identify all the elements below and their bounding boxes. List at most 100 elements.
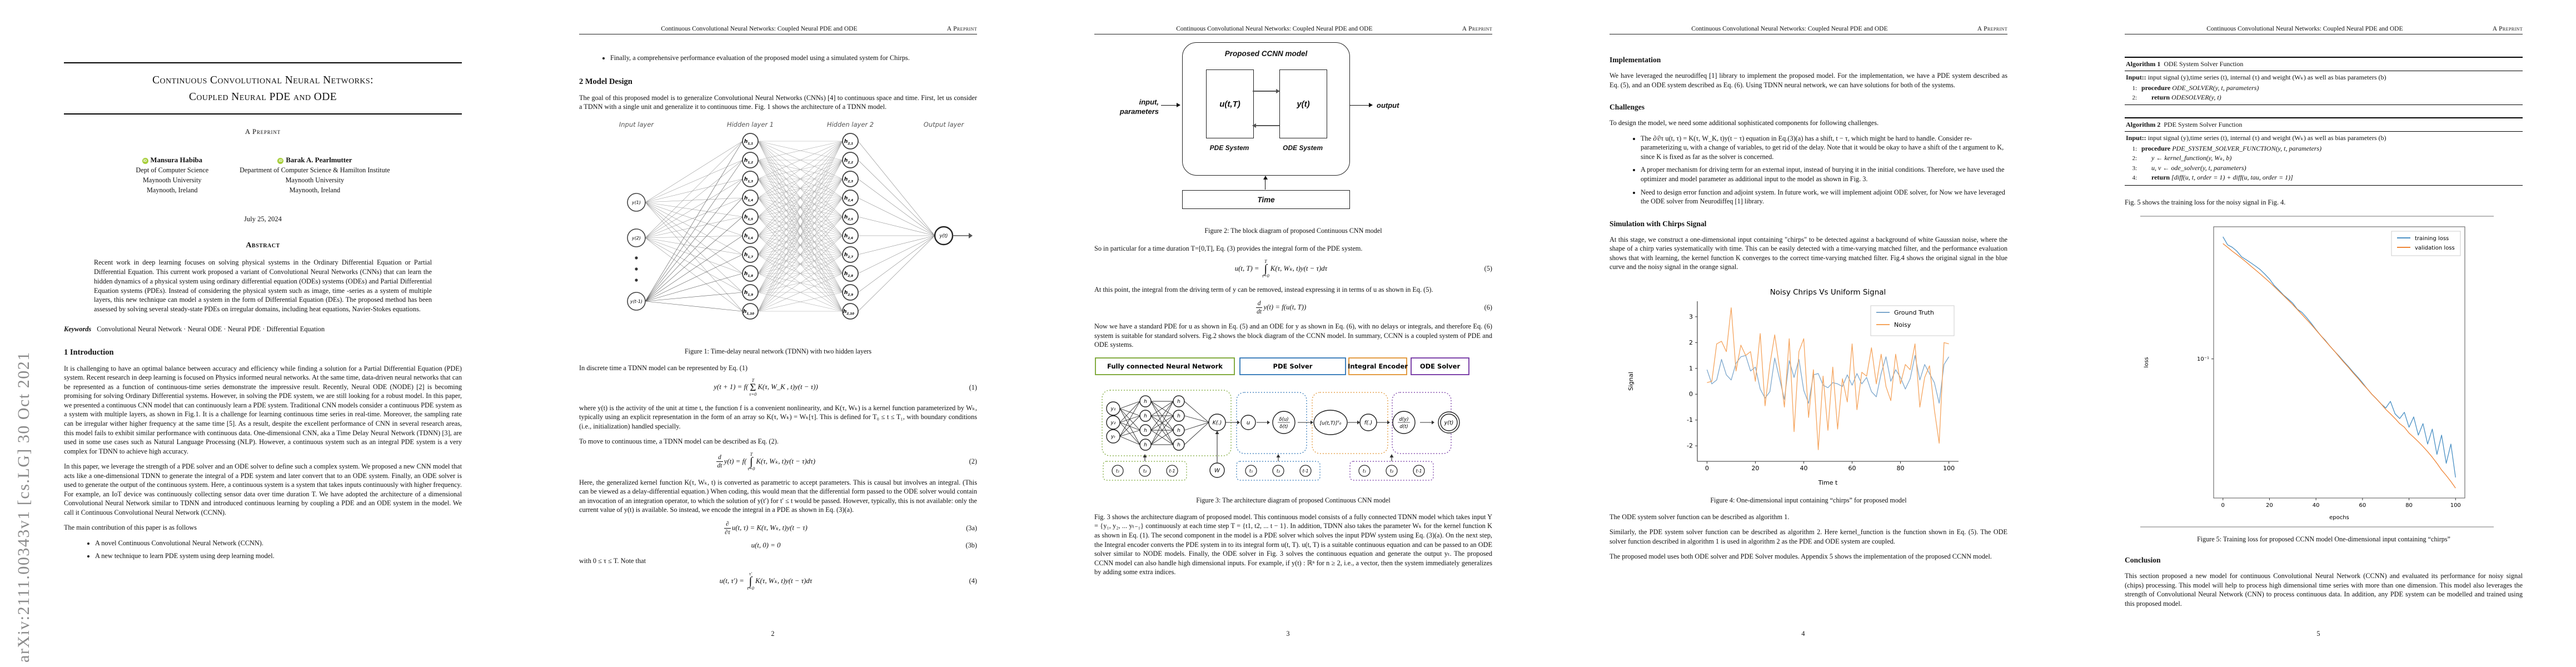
svg-text:-2: -2: [1687, 442, 1693, 450]
svg-text:1: 1: [1689, 365, 1693, 372]
orcid-icon: iD: [142, 158, 148, 165]
svg-text:y(1): y(1): [631, 200, 641, 205]
svg-text:Fully connected Neural Network: Fully connected Neural Network: [1107, 362, 1223, 370]
figure-1-caption: Figure 1: Time-delay neural network (TDN…: [684, 347, 872, 355]
list-item: The ∂⁄∂τ u(t, τ) = K(τ, W_K, t)y(t − τ) …: [1641, 134, 2007, 162]
svg-text:δ(t): δ(t): [1279, 424, 1288, 430]
paragraph: The ODE system solver function can be de…: [1610, 512, 1790, 521]
paragraph: Here, the generalized kernel function K(…: [579, 478, 977, 514]
svg-text:Noisy: Noisy: [1894, 321, 1911, 328]
running-header-tag: A Preprint: [946, 26, 977, 32]
svg-text:60: 60: [1848, 465, 1856, 472]
algorithm-input: input signal (y),time series (t), intern…: [2148, 73, 2386, 81]
implementation-heading: Implementation: [1610, 56, 1661, 64]
svg-text:t-1: t-1: [1169, 469, 1175, 474]
algorithm-2-label: Algorithm 2: [2126, 121, 2161, 129]
svg-text:40: 40: [1800, 465, 1807, 472]
svg-text:0: 0: [1705, 465, 1709, 472]
conclusion-heading: Conclusion: [2125, 556, 2161, 565]
paragraph: To design the model, we need some additi…: [1610, 119, 1879, 127]
svg-text:epochs: epochs: [2329, 515, 2349, 521]
author-2-dept: Department of Computer Science & Hamilto…: [240, 166, 390, 174]
equation-tag: (4): [969, 577, 977, 585]
pde-system-label: PDE System: [1209, 144, 1249, 152]
svg-text:ODE Solver: ODE Solver: [1420, 362, 1461, 370]
paragraph: At this stage, we construct a one-dimens…: [1610, 235, 2007, 271]
page-number: 5: [2316, 630, 2320, 638]
tdnn-connections: [645, 141, 935, 311]
svg-text:h: h: [1144, 399, 1147, 405]
section-2-heading: 2 Model Design: [579, 77, 632, 86]
svg-text:t-1: t-1: [1416, 469, 1422, 474]
svg-text:Input layer: Input layer: [619, 121, 655, 128]
author-1-univ: Maynooth University: [142, 176, 202, 184]
svg-text:3: 3: [1689, 313, 1693, 320]
equation-tag: (5): [1484, 265, 1492, 273]
svg-text:0: 0: [1689, 391, 1693, 398]
svg-text:10⁻¹: 10⁻¹: [2197, 356, 2209, 362]
svg-text:100: 100: [2450, 502, 2461, 509]
algorithm-line: 2:return ODESOLVER(y, t): [2132, 93, 2221, 101]
running-header-title: Continuous Convolutional Neural Networks…: [1176, 26, 1373, 32]
algorithm-1-label: Algorithm 1: [2126, 60, 2161, 68]
figure-3: Fully connected Neural Network PDE Solver…: [1094, 356, 1492, 491]
equation-3b: u(t, 0) = 0 (3b): [751, 541, 977, 550]
svg-text:y(t): y(t): [939, 233, 948, 239]
contribution-list-cont: Finally, a comprehensive performance eva…: [579, 53, 977, 63]
svg-text:2: 2: [1689, 339, 1693, 346]
input-arrow: [1161, 103, 1180, 107]
pde-box: u(t,T): [1206, 69, 1254, 138]
svg-text:[u(t,T)]ᵀ₀: [u(t,T)]ᵀ₀: [1320, 421, 1342, 426]
svg-text:δ(u): δ(u): [1279, 417, 1288, 422]
page-number: 4: [1801, 630, 1805, 638]
svg-text:Ground Truth: Ground Truth: [1894, 309, 1934, 316]
algorithm-1-title: ODE System Solver Function: [2164, 60, 2244, 68]
list-item: A new technique to learn PDE system usin…: [95, 551, 462, 561]
abstract-text: Recent work in deep learning focuses on …: [94, 258, 432, 313]
svg-text:PDE Solver: PDE Solver: [1273, 362, 1313, 370]
svg-text:yₜ: yₜ: [1110, 434, 1115, 440]
svg-text:y₂: y₂: [1110, 420, 1116, 426]
paper-title-line1: Continuous Convolutional Neural Networks…: [152, 74, 373, 86]
svg-text:u: u: [1247, 420, 1250, 426]
running-header-title: Continuous Convolutional Neural Networks…: [1691, 26, 1888, 32]
svg-text:h: h: [1177, 442, 1180, 448]
page-2: Continuous Convolutional Neural Networks…: [515, 0, 1030, 667]
page-number: 2: [771, 630, 775, 638]
paragraph: So in particular for a time duration T=[…: [1094, 245, 1363, 252]
svg-text:h: h: [1177, 399, 1180, 405]
figure-2-caption: Figure 2: The block diagram of proposed …: [1204, 227, 1382, 235]
svg-text:d(y): d(y): [1399, 417, 1408, 422]
svg-text:h: h: [1144, 442, 1147, 448]
svg-text:K(.): K(.): [1213, 420, 1222, 426]
figure-5-caption: Figure 5: Training loss for proposed CCN…: [2197, 535, 2450, 544]
running-header-title: Continuous Convolutional Neural Networks…: [661, 26, 858, 32]
ccnn-title: Proposed CCNN model: [1224, 49, 1308, 58]
challenges-list: The ∂⁄∂τ u(t, τ) = K(τ, W_K, t)y(t − τ) …: [1610, 134, 2007, 206]
page-5: Continuous Convolutional Neural Networks…: [2061, 0, 2576, 667]
paragraph: The goal of this proposed model is to ge…: [579, 93, 977, 111]
paragraph: Fig. 5 shows the training loss for the n…: [2125, 198, 2286, 206]
svg-text:y(t): y(t): [1444, 420, 1454, 426]
output-arrow: [1350, 103, 1373, 107]
author-1-city: Maynooth, Ireland: [146, 186, 198, 194]
svg-text:t-1: t-1: [1302, 469, 1308, 474]
preprint-label: A Preprint: [245, 128, 281, 136]
title-rule-bottom: [64, 113, 462, 115]
equation-tag: (3a): [966, 524, 977, 532]
paragraph: In this paper, we leverage the strength …: [64, 462, 462, 516]
algorithm-input-label: Input::: [2126, 73, 2146, 81]
paragraph: where y(t) is the activity of the unit a…: [579, 404, 977, 430]
ccnn-model-box: Proposed CCNN model u(t,T) y(t) PDE Syst…: [1182, 42, 1350, 176]
author-2-city: Maynooth, Ireland: [289, 186, 341, 194]
